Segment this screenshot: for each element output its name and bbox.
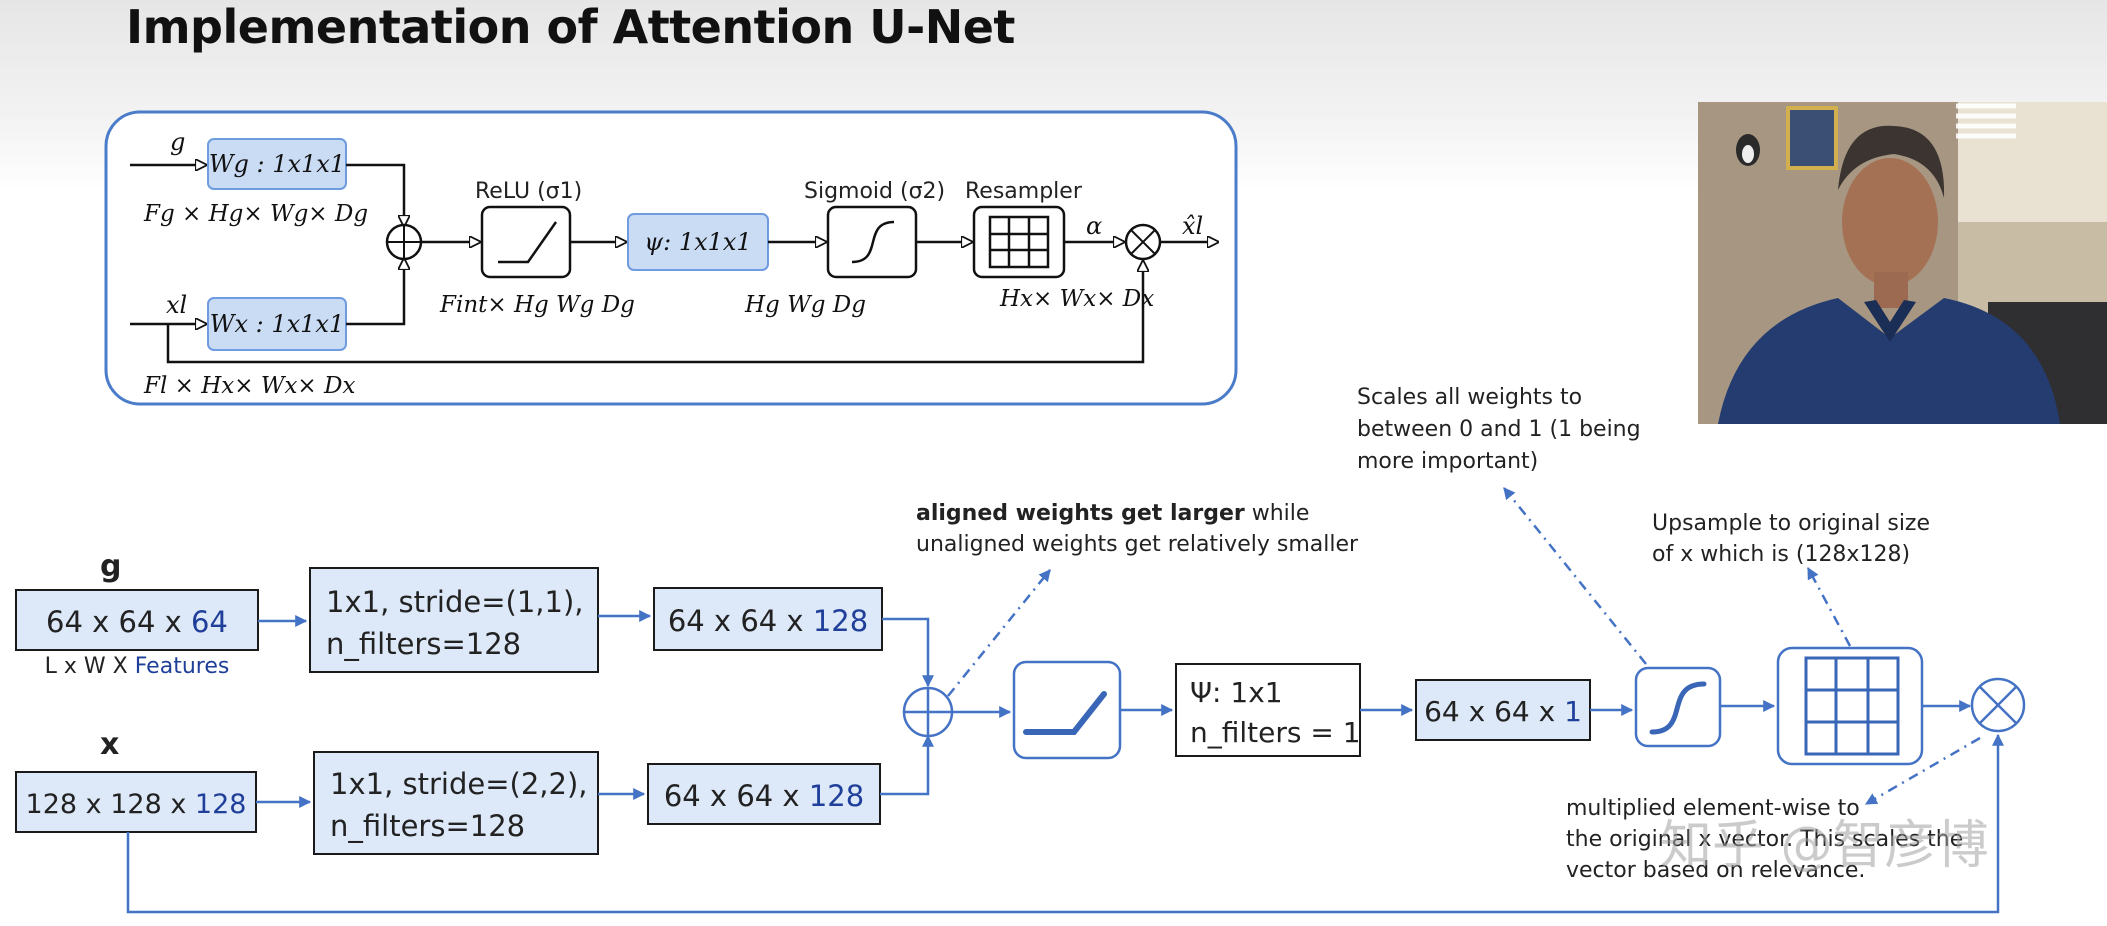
paper-fl-dims: Fl × Hx× Wx× Dx — [143, 373, 355, 399]
watermark: 知乎 @智彦博 — [1660, 816, 1989, 876]
implementation-diagram: g x 64 x 64 x 64 L x W X Features 1x1, s… — [15, 385, 2026, 914]
add-circle-icon — [902, 686, 954, 738]
multiply-circle-icon — [1970, 677, 2026, 733]
aligned-annotation-line2: unaligned weights get relatively smaller — [916, 532, 1359, 557]
upsample-annotation-line2: of x which is (128x128) — [1652, 542, 1910, 567]
x-label: x — [100, 727, 119, 762]
psi-line2: n_filters = 1 — [1190, 716, 1361, 749]
paper-resampler-grid-icon — [988, 215, 1050, 269]
g-conv-line1: 1x1, stride=(1,1), — [326, 585, 583, 619]
aligned-annotation-line1: aligned weights get larger while — [916, 501, 1309, 526]
x-input-label: 128 x 128 x 128 — [26, 789, 247, 820]
paper-relu-label: ReLU (σ1) — [475, 179, 582, 204]
g-input-label: 64 x 64 x 64 — [46, 605, 228, 639]
paper-relu-icon — [498, 221, 558, 264]
presenter-video — [1698, 102, 2107, 424]
paper-wg-label: Wg : 1x1x1 — [209, 150, 345, 178]
psi-output-box — [1415, 679, 1591, 741]
paper-relu-box — [480, 205, 572, 279]
upsample-annotation-line1: Upsample to original size — [1652, 511, 1930, 536]
multiply-annotation-line3: vector based on relevance. — [1566, 858, 1865, 883]
g-conv-line2: n_filters=128 — [326, 627, 521, 661]
paper-psi-label: ψ: 1x1x1 — [644, 228, 751, 256]
x-input-box — [15, 771, 257, 833]
x-output-label: 64 x 64 x 128 — [664, 779, 864, 813]
resampler-grid-icon — [1804, 656, 1900, 756]
presenter-video-scene — [1698, 102, 2107, 424]
g-input-caption: L x W X Features — [45, 654, 230, 679]
scales-annotation-line2: between 0 and 1 (1 being — [1357, 417, 1641, 442]
paper-relu-dims: Fint× Hg Wg Dg — [439, 292, 635, 318]
scales-annotation-line3: more important) — [1357, 449, 1538, 474]
g-conv-box — [309, 567, 599, 673]
paper-sigmoid-label: Sigmoid (σ2) — [804, 179, 945, 204]
paper-resampler-label: Resampler — [965, 179, 1083, 204]
relu-box — [1012, 660, 1122, 760]
multiply-annotation-line2: the original x vector. This scales the — [1566, 827, 1963, 852]
g-output-box — [653, 587, 883, 651]
paper-wg-dims: Fg × Hg× Wg× Dg — [143, 201, 368, 227]
paper-g-label: g — [170, 128, 185, 156]
x-conv-box — [313, 751, 599, 855]
g-label: g — [100, 549, 121, 584]
paper-resampler-dims: Hx× Wx× Dx — [999, 286, 1154, 312]
resampler-box — [1776, 646, 1924, 766]
sigmoid-icon — [1649, 681, 1707, 735]
psi-box — [1175, 663, 1361, 757]
multiply-annotation-line1: multiplied element-wise to — [1566, 796, 1860, 821]
page-title: Implementation of Attention U-Net — [126, 0, 1015, 54]
paper-add-circle-icon — [385, 223, 423, 261]
paper-multiply-circle-icon — [1124, 223, 1162, 261]
x-conv-line1: 1x1, stride=(2,2), — [330, 767, 587, 801]
paper-alpha-label: α — [1086, 212, 1102, 240]
x-output-box — [647, 763, 881, 825]
paper-xl-label: xl — [166, 291, 187, 319]
relu-icon — [1023, 691, 1107, 735]
paper-sigmoid-icon — [851, 220, 895, 264]
paper-diagram: g Wg : 1x1x1 Fg × Hg× Wg× Dg xl Wx : 1x1… — [104, 110, 1238, 406]
paper-wx-label: Wx : 1x1x1 — [210, 310, 344, 338]
psi-output-label: 64 x 64 x 1 — [1424, 695, 1582, 728]
psi-line1: Ψ: 1x1 — [1190, 676, 1283, 709]
paper-psi-dims: Hg Wg Dg — [744, 292, 866, 318]
g-output-label: 64 x 64 x 128 — [668, 604, 868, 638]
scales-annotation-line1: Scales all weights to — [1357, 385, 1582, 410]
x-conv-line2: n_filters=128 — [330, 809, 525, 843]
paper-output-label: x̂l — [1182, 212, 1203, 240]
